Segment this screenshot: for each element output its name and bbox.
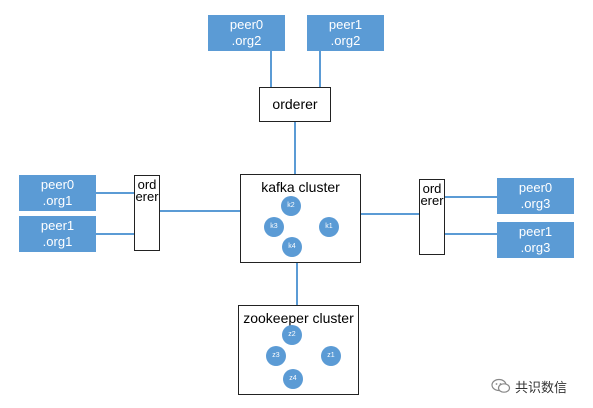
peer0-org1-box: peer0 .org1 [19,175,96,211]
orderer-right: orderer [419,179,445,255]
kafka-cluster-box: kafka cluster k2 k3 k1 k4 [240,174,361,263]
kafka-node-k3: k3 [264,217,284,237]
zookeeper-node-z4: z4 [283,369,303,389]
zookeeper-node-z2: z2 [282,325,302,345]
peer1-org3-line2: .org3 [520,240,551,255]
orderer-top: orderer [259,87,331,122]
peer0-org1-line2: .org1 [42,193,73,208]
peer0-org2-line2: .org2 [231,33,262,48]
peer1-org2-line1: peer1 [328,17,363,32]
peer1-org1-box: peer1 .org1 [19,216,96,252]
peer0-org1-line1: peer0 [40,177,75,192]
peer0-org3-line2: .org3 [520,196,551,211]
zookeeper-node-z3: z3 [266,346,286,366]
zookeeper-cluster-box: zookeeper cluster z2 z3 z1 z4 [238,305,359,395]
kafka-cluster-title: kafka cluster [261,179,340,195]
peer1-org2-line2: .org2 [330,33,361,48]
zookeeper-cluster-title: zookeeper cluster [243,310,354,326]
kafka-node-k4: k4 [282,237,302,257]
watermark-text: 共识数信 [515,379,568,395]
peer0-org2-line1: peer0 [229,17,264,32]
watermark: 共识数信 [491,376,567,396]
kafka-node-k2: k2 [281,196,301,216]
peer1-org3-box: peer1 .org3 [497,222,574,258]
peer0-org3-line1: peer0 [518,180,553,195]
peer0-org2-box: peer0 .org2 [208,15,285,51]
peer1-org2-box: peer1 .org2 [307,15,384,51]
peer1-org3-line1: peer1 [518,224,553,239]
kafka-node-k1: k1 [319,217,339,237]
orderer-left: orderer [134,175,160,251]
peer1-org1-line2: .org1 [42,234,73,249]
peer0-org3-box: peer0 .org3 [497,178,574,214]
peer1-org1-line1: peer1 [40,218,75,233]
wechat-icon [491,378,511,394]
zookeeper-node-z1: z1 [321,346,341,366]
